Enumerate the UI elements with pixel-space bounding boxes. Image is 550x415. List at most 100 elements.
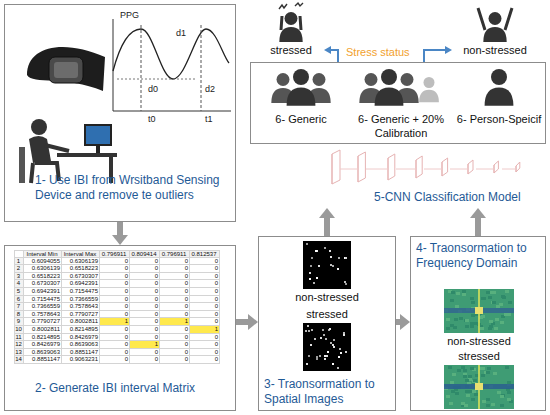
table-cell: 0 [130, 265, 160, 273]
table-cell: 0.6306139 [62, 258, 100, 266]
wristband-screen [54, 62, 78, 78]
table-cell: 0 [100, 258, 130, 266]
texture [507, 381, 511, 384]
table-cell: 3 [14, 273, 24, 281]
pixel [337, 367, 339, 369]
image-node: non-stressed [415, 289, 543, 352]
pixel [327, 351, 329, 353]
table-cell: 0.6730307 [24, 280, 62, 288]
pixel [330, 342, 332, 344]
pixel [325, 338, 327, 340]
texture [502, 296, 506, 299]
table-cell: 5 [14, 288, 24, 296]
plot-label: d1 [176, 28, 186, 39]
table-cell: 0.7578643 [24, 311, 62, 319]
table-cell: 0.8639063 [24, 349, 62, 357]
band [475, 383, 483, 390]
pixel [319, 355, 321, 357]
pixel [305, 330, 307, 332]
texture [488, 296, 492, 299]
person-head [31, 119, 47, 135]
node-text: non-stressed [452, 44, 538, 58]
band [475, 307, 483, 314]
table-cell: 0.8851147 [62, 349, 100, 357]
node-text: stressed [415, 350, 543, 364]
pixel [324, 355, 326, 357]
table-cell: 0 [160, 288, 190, 296]
table-cell: 0.6518223 [24, 273, 62, 281]
texture [481, 297, 485, 300]
texture [451, 291, 455, 294]
cnn-layer [358, 152, 365, 182]
arrow-head [470, 208, 486, 218]
table-cell: 0.8426979 [62, 334, 100, 342]
arrow-head [248, 314, 258, 330]
table-cell: 0 [190, 265, 220, 273]
table-cell: 0 [100, 356, 130, 364]
flow-arrow [396, 319, 401, 325]
table-cell: 0 [130, 258, 160, 266]
table-cell: 0 [190, 273, 220, 281]
person-body [375, 87, 404, 105]
pixel [324, 247, 326, 249]
status-node: stressed [258, 2, 324, 60]
table-cell: 0 [100, 288, 130, 296]
pixel [328, 329, 330, 331]
table-cell: 0.6094055 [24, 258, 62, 266]
texture [462, 290, 466, 293]
image-node: stressed [263, 307, 391, 371]
pixel [316, 356, 318, 358]
table-cell: 0 [130, 280, 160, 288]
cnn-layer [388, 154, 395, 180]
marker-line [117, 79, 195, 80]
pixel [316, 250, 318, 252]
pixel [345, 257, 347, 259]
table-cell: 0 [160, 258, 190, 266]
texture [449, 402, 453, 405]
person-body [485, 87, 514, 105]
step-panel: 3- Traonsormation to Spatial Imagesnon-s… [258, 236, 396, 411]
pixel [332, 344, 334, 346]
person-head [424, 77, 435, 88]
pixel [330, 264, 332, 266]
table-cell: 0 [130, 288, 160, 296]
flow-arrow [330, 50, 338, 62]
band [444, 308, 514, 313]
texture [465, 390, 469, 393]
texture [505, 290, 509, 293]
person-body [279, 27, 302, 42]
table-cell: 0 [160, 311, 190, 319]
texture [496, 305, 500, 308]
pixel [316, 358, 318, 360]
pixel [332, 265, 334, 267]
texture [455, 305, 459, 308]
table-cell: 0 [160, 296, 190, 304]
table-cell: 0 [130, 326, 160, 334]
table-cell: 0.6942391 [24, 288, 62, 296]
pixel [338, 356, 340, 358]
desk [57, 153, 117, 157]
table-cell: 2 [14, 265, 24, 273]
table-cell: 0.8002811 [24, 326, 62, 334]
node-text: 5-CNN Classification Model [374, 190, 544, 205]
node-text: non-stressed [415, 335, 543, 349]
cnn-link [396, 169, 416, 170]
texture [505, 366, 509, 369]
person-head [313, 73, 326, 86]
table-cell: 0.812537 [190, 250, 220, 258]
plot-label: d0 [148, 84, 158, 95]
person-head [277, 73, 290, 86]
texture [471, 301, 475, 304]
pixel [340, 352, 342, 354]
cnn-link [502, 169, 516, 170]
table-cell: 0.7366559 [24, 303, 62, 311]
pixel [326, 355, 328, 357]
table-cell: 0.809414 [130, 250, 160, 258]
table-cell: 0.7366559 [62, 296, 100, 304]
pixel [311, 329, 313, 331]
pixel [306, 363, 308, 365]
step-panel: 4- Traonsormation to Frequency Domainnon… [410, 236, 546, 411]
table-cell: 0 [130, 334, 160, 342]
stress-marks [279, 3, 303, 9]
pixel [318, 265, 320, 267]
